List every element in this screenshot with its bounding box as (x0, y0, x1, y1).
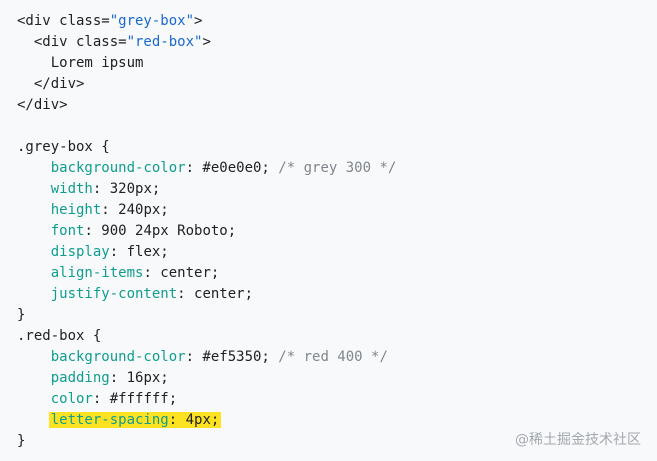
css-property: background-color (50, 160, 186, 176)
code-text (17, 412, 51, 428)
code-text (17, 391, 51, 407)
code-line: Lorem ipsum (17, 53, 657, 74)
code-text: : 320px; (92, 181, 161, 197)
css-property: height (50, 202, 102, 218)
code-line: font: 900 24px Roboto; (17, 221, 657, 242)
css-property: color (50, 391, 93, 407)
code-text: : #ef5350; (185, 349, 279, 365)
code-text: > (202, 34, 211, 50)
css-property: align-items (50, 265, 144, 281)
code-line: } (17, 305, 657, 326)
code-line: } (17, 431, 657, 452)
code-text (17, 223, 51, 239)
css-property: display (50, 244, 110, 260)
code-text (17, 286, 51, 302)
code-line (17, 116, 657, 137)
code-line: .grey-box { (17, 137, 657, 158)
code-text: </div> (17, 76, 85, 92)
css-property: justify-content (50, 286, 178, 302)
code-line: <div class="red-box"> (17, 32, 657, 53)
code-text: } (17, 433, 26, 449)
code-line: <div class="grey-box"> (17, 11, 657, 32)
code-line: padding: 16px; (17, 368, 657, 389)
attribute-value: "grey-box" (109, 13, 195, 29)
code-line: width: 320px; (17, 179, 657, 200)
code-line: height: 240px; (17, 200, 657, 221)
code-text: > (194, 13, 203, 29)
code-text: : flex; (109, 244, 169, 260)
watermark-text: @稀土掘金技术社区 (515, 432, 641, 448)
code-text: : 4px; (168, 412, 220, 428)
css-property: padding (50, 370, 110, 386)
code-text (17, 265, 51, 281)
code-comment: /* red 400 */ (278, 349, 388, 365)
code-text (17, 370, 51, 386)
code-text: : 16px; (109, 370, 169, 386)
code-text: : #e0e0e0; (185, 160, 279, 176)
attribute-value: "red-box" (126, 34, 203, 50)
code-text: : center; (177, 286, 254, 302)
code-text (17, 202, 51, 218)
css-property: background-color (50, 349, 186, 365)
code-line: justify-content: center; (17, 284, 657, 305)
code-text: : #ffffff; (92, 391, 178, 407)
css-property: width (50, 181, 93, 197)
code-text: : 240px; (101, 202, 169, 218)
code-text: <div class= (17, 34, 127, 50)
code-text: .grey-box { (17, 139, 110, 155)
css-property: letter-spacing (50, 412, 169, 428)
code-line: display: flex; (17, 242, 657, 263)
code-line: </div> (17, 74, 657, 95)
code-text (17, 160, 51, 176)
code-line: align-items: center; (17, 263, 657, 284)
code-text (17, 244, 51, 260)
code-line: .red-box { (17, 326, 657, 347)
code-line: color: #ffffff; (17, 389, 657, 410)
code-text: } (17, 307, 26, 323)
code-line: letter-spacing: 4px; (17, 410, 657, 431)
code-comment: /* grey 300 */ (278, 160, 397, 176)
code-line: background-color: #ef5350; /* red 400 */ (17, 347, 657, 368)
code-text (17, 181, 51, 197)
highlighted-declaration: letter-spacing: 4px; (48, 412, 222, 428)
code-line: </div> (17, 95, 657, 116)
code-text: Lorem ipsum (17, 55, 144, 71)
code-text: : 900 24px Roboto; (84, 223, 237, 239)
code-text: .red-box { (17, 328, 102, 344)
css-property: font (50, 223, 85, 239)
code-line: background-color: #e0e0e0; /* grey 300 *… (17, 158, 657, 179)
code-text (17, 349, 51, 365)
code-text: <div class= (17, 13, 110, 29)
code-text: </div> (17, 97, 68, 113)
code-text: : center; (143, 265, 220, 281)
